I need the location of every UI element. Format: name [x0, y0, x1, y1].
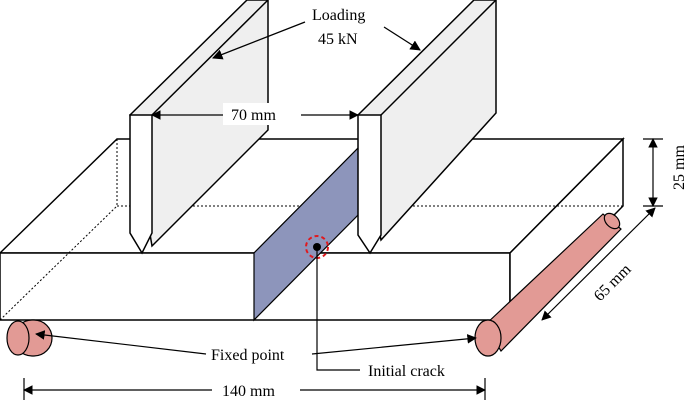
width-dimension-arrow — [541, 207, 656, 321]
support-rod-left — [6, 319, 53, 357]
initial-crack-marker — [305, 235, 360, 371]
support-rod-right-near-end — [474, 319, 502, 357]
loading-annotation: Loading 45 kN — [212, 7, 421, 60]
gap-dimension-label: 70 mm — [231, 107, 276, 124]
thickness-dimension: 25 mm — [643, 138, 685, 207]
loading-label-line2: 45 kN — [318, 31, 358, 48]
loading-plate-right-front — [357, 114, 382, 255]
loading-arrow-right — [383, 26, 421, 51]
loading-arrow-left — [212, 21, 306, 60]
fixed-point-arrow-right — [311, 334, 477, 355]
crack-leader-line — [316, 247, 360, 371]
initial-crack-label: Initial crack — [368, 363, 445, 380]
fixed-point-annotation: Fixed point — [35, 330, 477, 364]
loading-plate-right — [357, 0, 497, 255]
loading-plate-left-front — [129, 114, 153, 255]
gap-dimension: 70 mm — [151, 103, 359, 125]
width-dimension-label: 65 mm — [591, 261, 635, 305]
fixed-point-label: Fixed point — [211, 347, 285, 364]
loading-plate-left — [129, 0, 269, 255]
loading-label-line1: Loading — [312, 7, 365, 24]
fixed-point-arrow-left — [35, 330, 207, 355]
support-rod-left-end — [6, 320, 30, 356]
length-dimension: 140 mm — [23, 378, 486, 401]
hidden-edge-left-bottom — [0, 205, 118, 321]
length-dimension-label: 140 mm — [222, 383, 275, 400]
thickness-dimension-label: 25 mm — [671, 145, 685, 190]
